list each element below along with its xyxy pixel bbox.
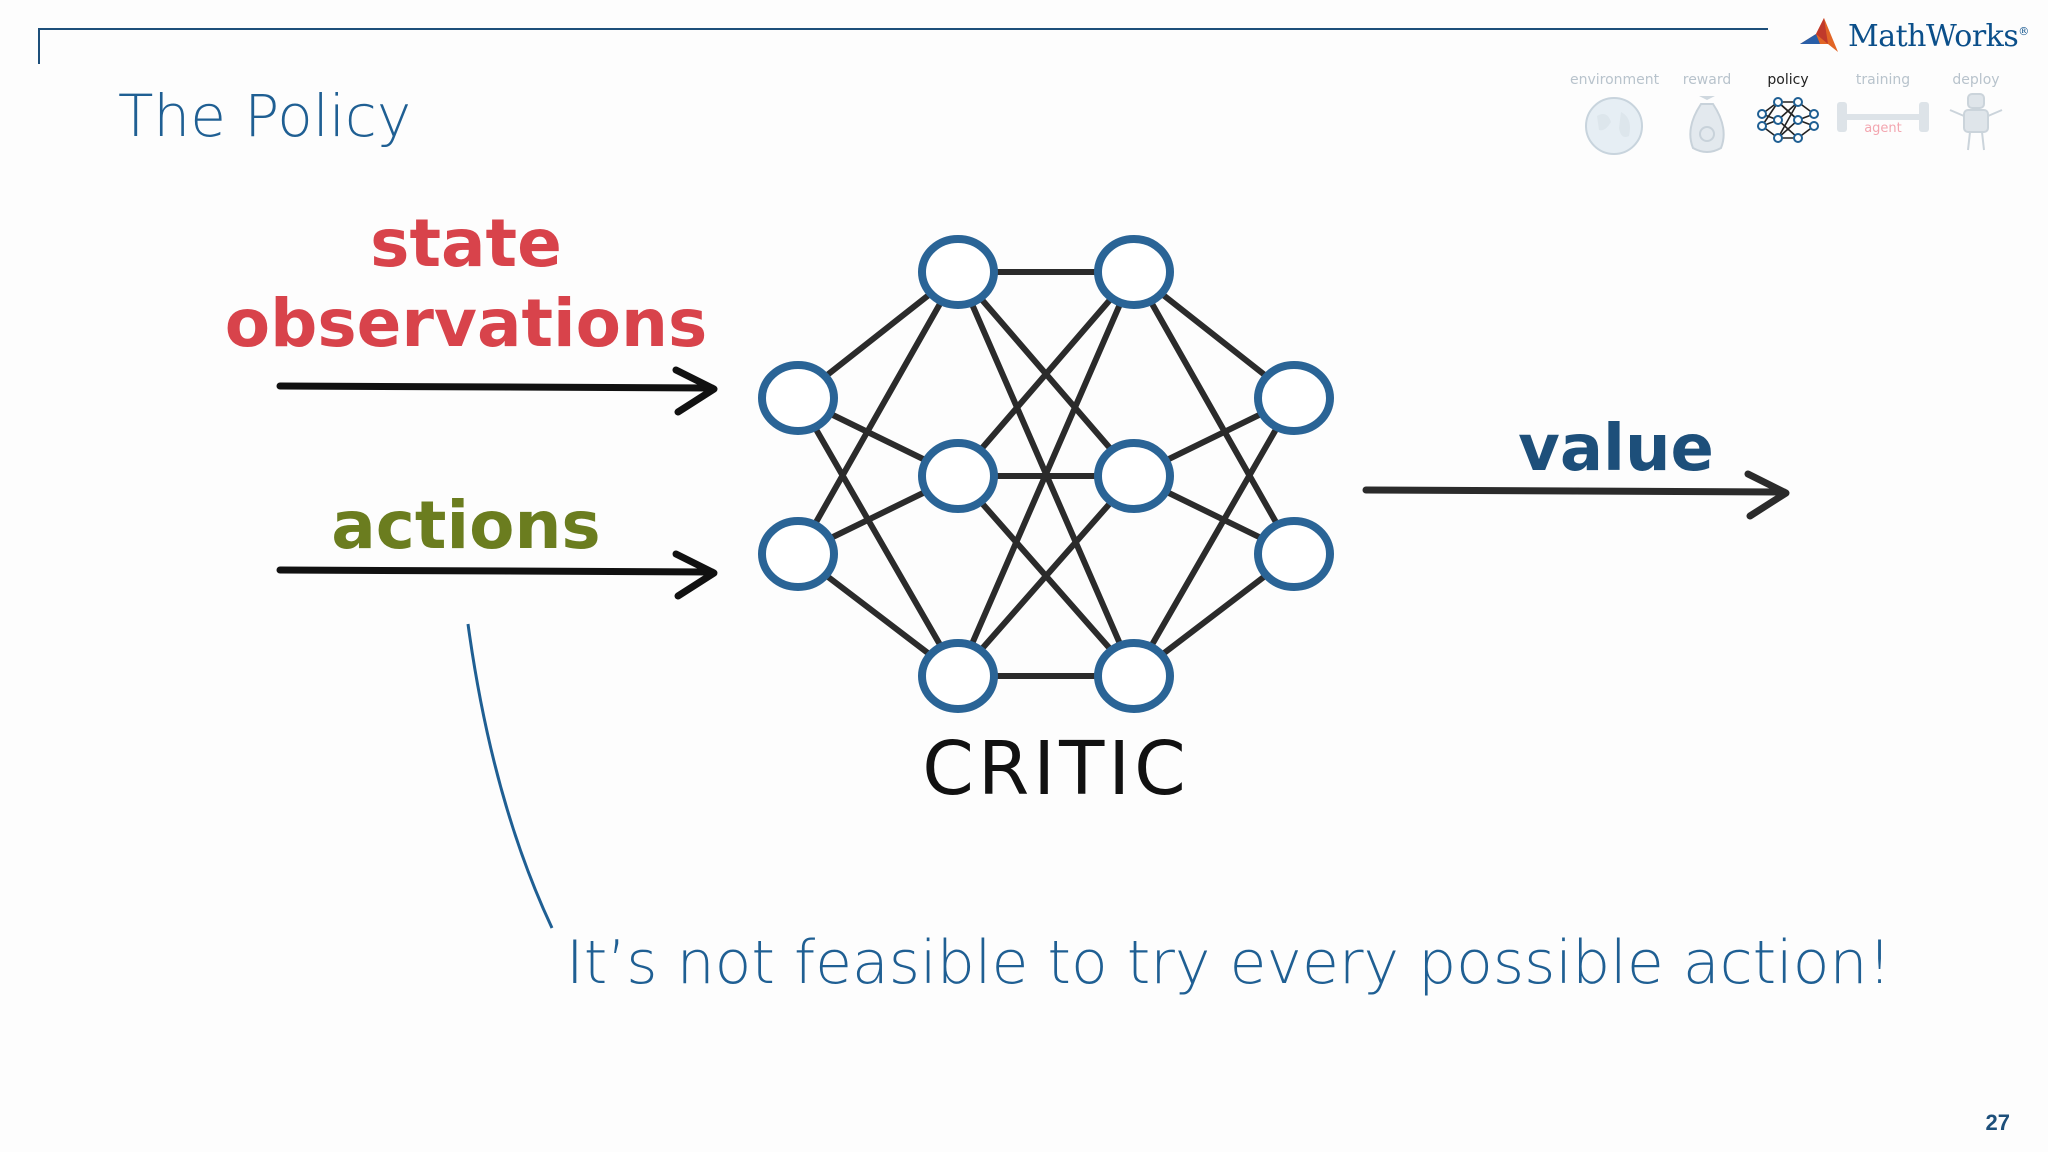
actions-arrow-head (672, 550, 718, 600)
nav-item-training: training agent (1830, 72, 1936, 152)
nav-label-policy: policy (1767, 72, 1809, 88)
header-rule (38, 28, 1768, 30)
actions-arrow-shaft (276, 566, 716, 576)
globe-icon (1585, 97, 1643, 155)
state-label: state (370, 205, 562, 282)
hidden1-node-3 (918, 639, 998, 713)
brand-name: MathWorks (1848, 18, 2019, 54)
nav-item-environment: environment (1570, 72, 1660, 162)
input-node-2 (758, 517, 838, 591)
membrane-logo-icon (1800, 18, 1838, 52)
critic-label: CRITIC (922, 726, 1190, 812)
observations-label: observations (225, 285, 708, 362)
nav-label-training: training (1855, 72, 1911, 88)
callout-line (466, 623, 554, 929)
hidden2-node-2 (1094, 439, 1174, 513)
neural-network-icon (1757, 97, 1819, 143)
nav-item-reward: reward (1666, 72, 1748, 162)
nav-item-policy: policy (1746, 72, 1830, 156)
nav-label-deploy: deploy (1952, 72, 2000, 88)
nav-label-environment: environment (1570, 72, 1660, 88)
logo-text: MathWorks® (1848, 19, 2029, 54)
nav-item-deploy: deploy (1936, 72, 2016, 158)
input-node-1 (758, 361, 838, 435)
training-badge-text: agent (1864, 121, 1902, 136)
observations-arrow-shaft (276, 382, 716, 392)
actions-label: actions (331, 487, 600, 564)
mathworks-logo: MathWorks® (1798, 10, 2029, 62)
hidden2-node-3 (1094, 639, 1174, 713)
hidden2-node-1 (1094, 235, 1174, 309)
value-arrow-shaft (1362, 486, 1788, 496)
header-rule-tick (38, 28, 40, 64)
network-edges (795, 269, 1297, 679)
topic-navigation: environment reward policy (1560, 72, 2020, 172)
hidden1-node-1 (918, 235, 998, 309)
value-arrow-head (1744, 470, 1790, 520)
value-label: value (1518, 412, 1714, 486)
nav-label-reward: reward (1682, 72, 1732, 88)
money-bag-icon (1689, 96, 1725, 153)
page-number: 27 (1985, 1110, 2010, 1135)
observations-arrow-head (672, 366, 718, 416)
hidden1-node-2 (918, 439, 998, 513)
robot-icon (1949, 93, 2003, 151)
output-node-1 (1254, 361, 1334, 435)
callout-note: It’s not feasible to try every possible … (566, 928, 1892, 998)
slide-title: The Policy (118, 82, 412, 150)
output-node-2 (1254, 517, 1334, 591)
registered-mark: ® (2018, 24, 2029, 38)
barbell-icon: agent (1837, 102, 1929, 136)
